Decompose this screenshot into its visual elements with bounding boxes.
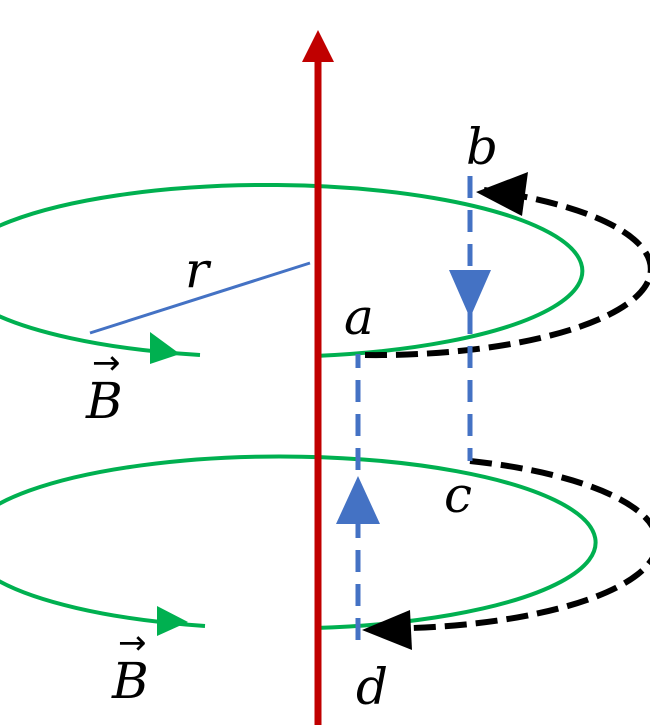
- path-arc-top: [364, 187, 650, 359]
- label-B-bottom: B: [111, 652, 149, 710]
- vector-arrow-top-icon: →: [92, 343, 121, 383]
- field-arrow-bottom-icon: [157, 606, 188, 636]
- current-arrow-up-icon: [302, 30, 334, 62]
- path-segment-bc-arrow-down-icon: [449, 270, 491, 318]
- path-arc-bottom-arrow-icon: [362, 610, 412, 650]
- field-arrow-top-icon: [150, 332, 180, 364]
- path-arc-bottom: [411, 458, 650, 631]
- label-c: c: [444, 466, 472, 524]
- label-b: b: [466, 118, 498, 176]
- field-line-bottom: [0, 454, 598, 630]
- label-d: d: [356, 658, 388, 716]
- path-arc-top-arrow-icon: [476, 172, 528, 216]
- label-a: a: [344, 288, 374, 346]
- field-line-top: [0, 182, 585, 358]
- path-segment-da-arrow-up-icon: [336, 476, 380, 524]
- label-r: r: [185, 241, 212, 299]
- radius-line: [89, 261, 311, 335]
- vector-arrow-bottom-icon: →: [118, 623, 147, 663]
- label-B-top: B: [85, 372, 123, 430]
